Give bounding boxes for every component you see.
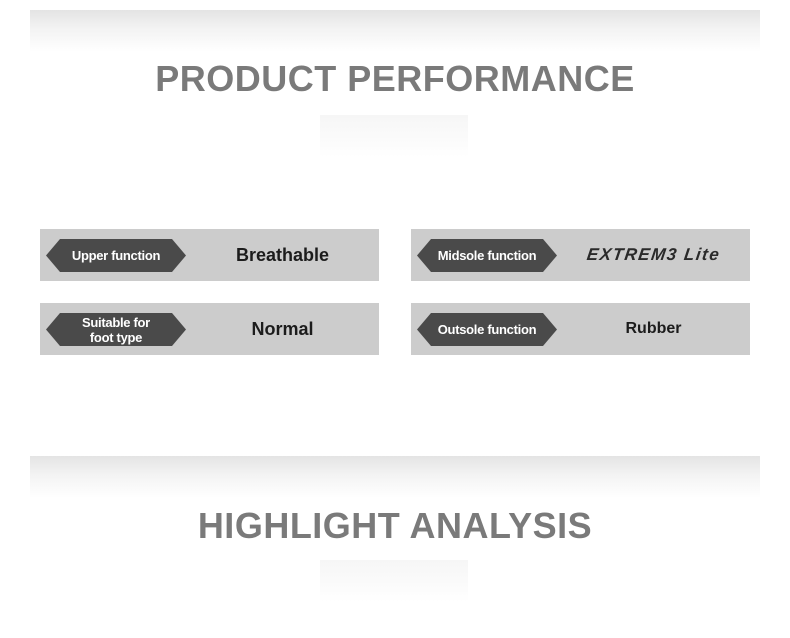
section-band-product-performance	[30, 10, 760, 52]
spec-row-midsole-function: Midsole function EXTREM3 Lite	[411, 229, 750, 281]
section-band-highlight-analysis	[30, 456, 760, 498]
spec-tag-foot-type-line-2: foot type	[89, 329, 143, 345]
title-underlay	[320, 115, 468, 157]
spec-value-foot-type: Normal	[251, 318, 314, 339]
section-title-highlight-analysis: HIGHLIGHT ANALYSIS	[197, 505, 593, 546]
spec-tag-foot-type-line-1: Suitable for	[82, 314, 150, 330]
spec-tag-outsole-function: Outsole function	[417, 313, 557, 346]
spec-row-upper-function: Upper function Breathable	[40, 229, 379, 281]
spec-tag-midsole-function: Midsole function	[417, 239, 557, 272]
midsole-logo-text: EXTREM3 Lite	[585, 245, 722, 264]
spec-tag-upper-function: Upper function	[46, 239, 186, 272]
spec-value-upper-function: Breathable	[235, 244, 330, 265]
spec-value-outsole-function: Rubber	[625, 320, 682, 337]
spec-row-foot-type: Suitable for foot type Normal	[40, 303, 379, 355]
title-underlay-2	[320, 560, 468, 602]
spec-row-outsole-function: Outsole function Rubber	[411, 303, 750, 355]
spec-tag-foot-type: Suitable for foot type	[46, 313, 186, 346]
section-title-product-performance: PRODUCT PERFORMANCE	[155, 58, 635, 99]
spec-value-midsole-function: EXTREM3 Lite	[557, 229, 750, 281]
